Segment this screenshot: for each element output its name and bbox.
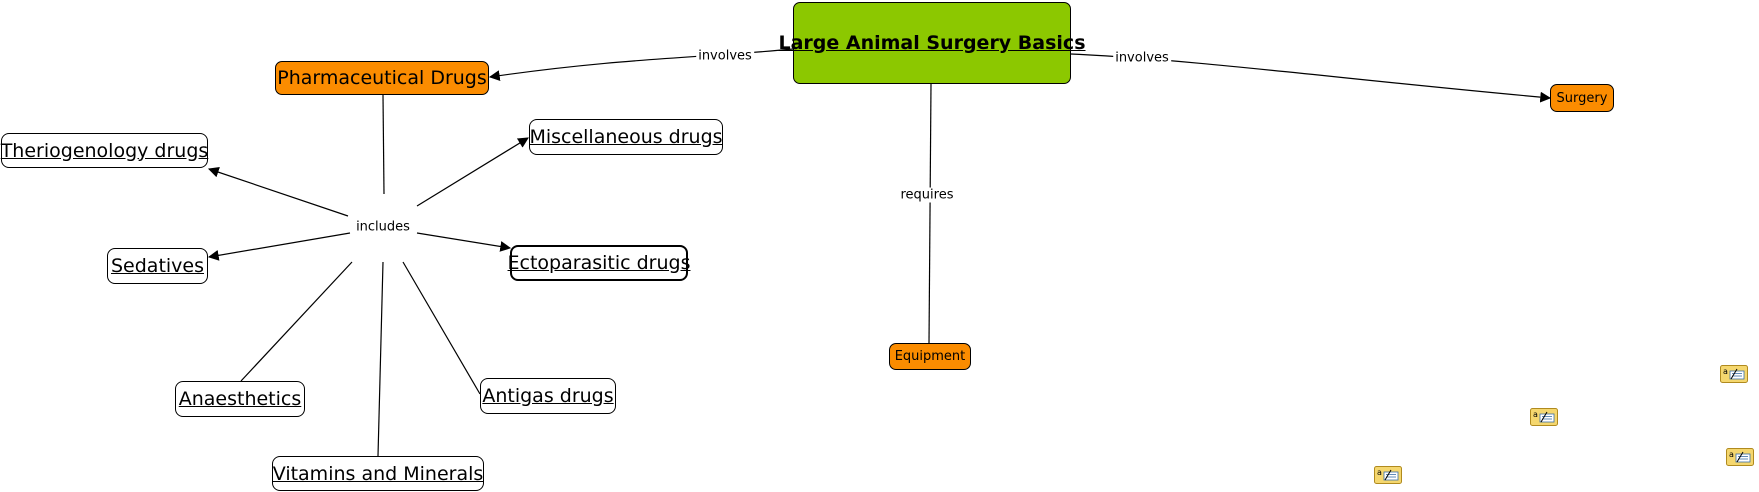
node-ectoparasitic-drugs[interactable]: Ectoparasitic drugs [508, 245, 690, 281]
node-main-topic[interactable]: Large Animal Surgery Basics [778, 2, 1086, 84]
link-to-ecto [416, 232, 512, 252]
link-to-sedatives [207, 232, 351, 261]
node-surgery[interactable]: Surgery [1550, 84, 1614, 112]
node-vitamins-and-minerals[interactable]: Vitamins and Minerals [272, 456, 484, 491]
link-involves-left [488, 48, 794, 81]
link-to-vitamins [377, 261, 384, 457]
note-icon[interactable]: a [1726, 448, 1754, 466]
link-label-involves-right: involves [1113, 50, 1171, 66]
link-label-involves-left: involves [696, 48, 754, 64]
note-icon[interactable]: a [1720, 365, 1748, 383]
node-miscellaneous-drugs[interactable]: Miscellaneous drugs [529, 119, 723, 155]
svg-text:a: a [1723, 367, 1728, 376]
svg-text:a: a [1729, 450, 1734, 459]
node-sedatives[interactable]: Sedatives [107, 248, 208, 284]
svg-text:a: a [1377, 468, 1382, 477]
note-icon[interactable]: a [1530, 408, 1558, 426]
node-anaesthetics[interactable]: Anaesthetics [175, 381, 305, 417]
svg-text:a: a [1533, 410, 1538, 419]
note-icon[interactable]: a [1374, 466, 1402, 484]
link-to-anaesthetics [240, 261, 353, 382]
link-requires [928, 83, 932, 344]
link-label-includes: includes [354, 219, 412, 235]
node-equipment[interactable]: Equipment [889, 343, 971, 370]
link-to-misc [416, 137, 529, 207]
node-theriogenology-drugs[interactable]: Theriogenology drugs [1, 133, 208, 168]
node-pharmaceutical-drugs[interactable]: Pharmaceutical Drugs [275, 61, 489, 95]
link-to-antigas [402, 261, 481, 395]
link-pharma-includes [382, 94, 385, 195]
node-antigas-drugs[interactable]: Antigas drugs [480, 378, 616, 414]
link-label-requires: requires [898, 187, 956, 203]
link-to-therio [207, 166, 349, 217]
